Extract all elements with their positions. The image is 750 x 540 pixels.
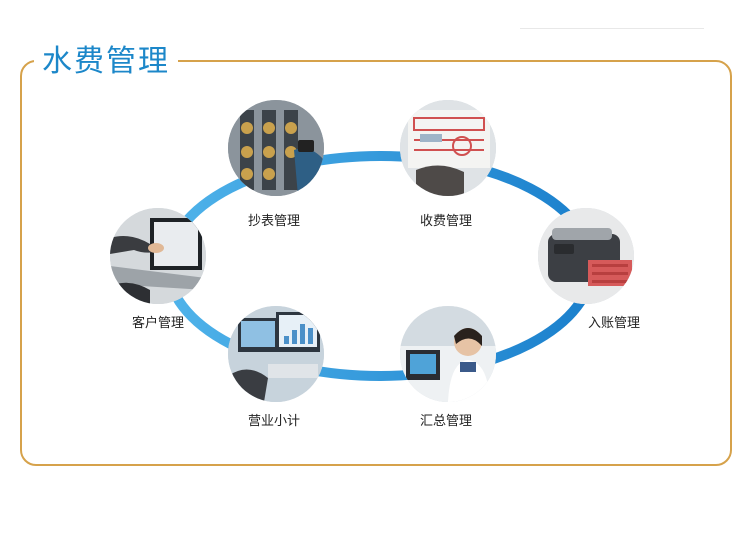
page-title: 水费管理 — [42, 44, 170, 79]
meter-reading-photo — [228, 100, 324, 196]
content-frame — [20, 60, 732, 466]
monitor-photo — [228, 306, 324, 402]
operator-photo — [400, 306, 496, 402]
title-container: 水费管理 — [34, 44, 178, 80]
laptop-photo — [110, 208, 206, 304]
top-divider — [520, 28, 704, 29]
receipt-photo — [400, 100, 496, 196]
node-label-meter: 抄表管理 — [248, 214, 301, 229]
money-counter-photo — [538, 208, 634, 304]
node-label-account: 入账管理 — [588, 316, 641, 331]
node-label-business: 营业小计 — [248, 414, 301, 429]
node-label-summary: 汇总管理 — [420, 414, 473, 429]
node-label-charge: 收费管理 — [420, 214, 473, 229]
node-label-customer: 客户管理 — [132, 316, 185, 331]
